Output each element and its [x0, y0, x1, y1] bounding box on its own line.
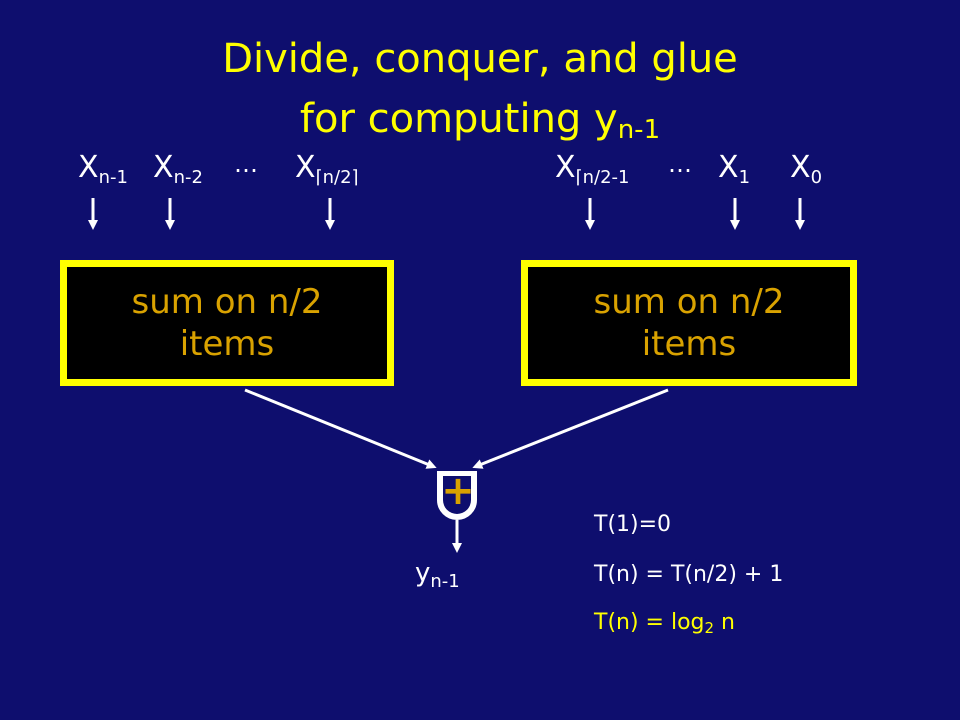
sum-box-ceil: sum on n/2 items [521, 260, 857, 386]
box-right-line1: sum on n/2 [528, 281, 850, 323]
input-x-base: X [295, 150, 316, 185]
arrow-left-to-adder [244, 388, 437, 469]
box-left-line1: sum on n/2 [67, 281, 387, 323]
ellipsis-left: … [234, 150, 258, 178]
input-x-base: X [555, 150, 576, 185]
input-x-1: X1 [718, 150, 750, 188]
input-x-sub-text: n/2 [322, 167, 352, 188]
solution-sub: 2 [704, 619, 715, 637]
recurrence-solution: T(n) = log2 n [594, 610, 735, 637]
output-base: y [415, 558, 431, 588]
slide-title: Divide, conquer, and glue [222, 36, 738, 82]
input-x-base: X [718, 150, 739, 185]
input-x-sub: ⌈n/2-1 [575, 167, 630, 188]
input-x-n-2: Xn-2 [153, 150, 203, 188]
output-sub: n-1 [430, 571, 460, 592]
adder-plus-symbol: + [441, 468, 475, 514]
input-x-sub-text: n/2-1 [582, 167, 630, 188]
input-x-sub: n-1 [98, 167, 128, 188]
recurrence-step: T(n) = T(n/2) + 1 [594, 562, 784, 587]
input-x-sub: 0 [810, 167, 823, 188]
box-left-line2: items [179, 324, 275, 364]
input-x-base: X [790, 150, 811, 185]
output-y-n-1: yn-1 [415, 558, 460, 592]
subtitle-subscript: n-1 [617, 115, 661, 145]
solution-prefix: T(n) = log [594, 610, 705, 635]
input-x-ceil-n-2-minus-1: X⌈n/2-1 [555, 150, 629, 188]
input-x-base: X [153, 150, 174, 185]
input-x-0: X0 [790, 150, 822, 188]
recurrence-base-case: T(1)=0 [594, 512, 672, 537]
solution-suffix: n [714, 610, 735, 635]
box-left-text: sum on n/2 [131, 282, 323, 322]
input-x-sub: ⌈n/2⌉ [315, 167, 359, 188]
box-right-text: sum on n/2 [593, 282, 785, 322]
subtitle-text: for computing y [299, 96, 618, 142]
box-right-line2: items [641, 324, 737, 364]
input-x-base: X [78, 150, 99, 185]
slide-subtitle: for computing yn-1 [0, 94, 960, 155]
input-x-sub: n-2 [173, 167, 203, 188]
arrow-right-to-adder [472, 388, 669, 469]
input-x-ceil-n-2: X⌈n/2⌉ [295, 150, 359, 188]
sum-box-floor: sum on n/2 items [60, 260, 394, 386]
ellipsis-right: … [668, 150, 692, 178]
input-x-sub: 1 [738, 167, 751, 188]
input-x-n-1: Xn-1 [78, 150, 128, 188]
